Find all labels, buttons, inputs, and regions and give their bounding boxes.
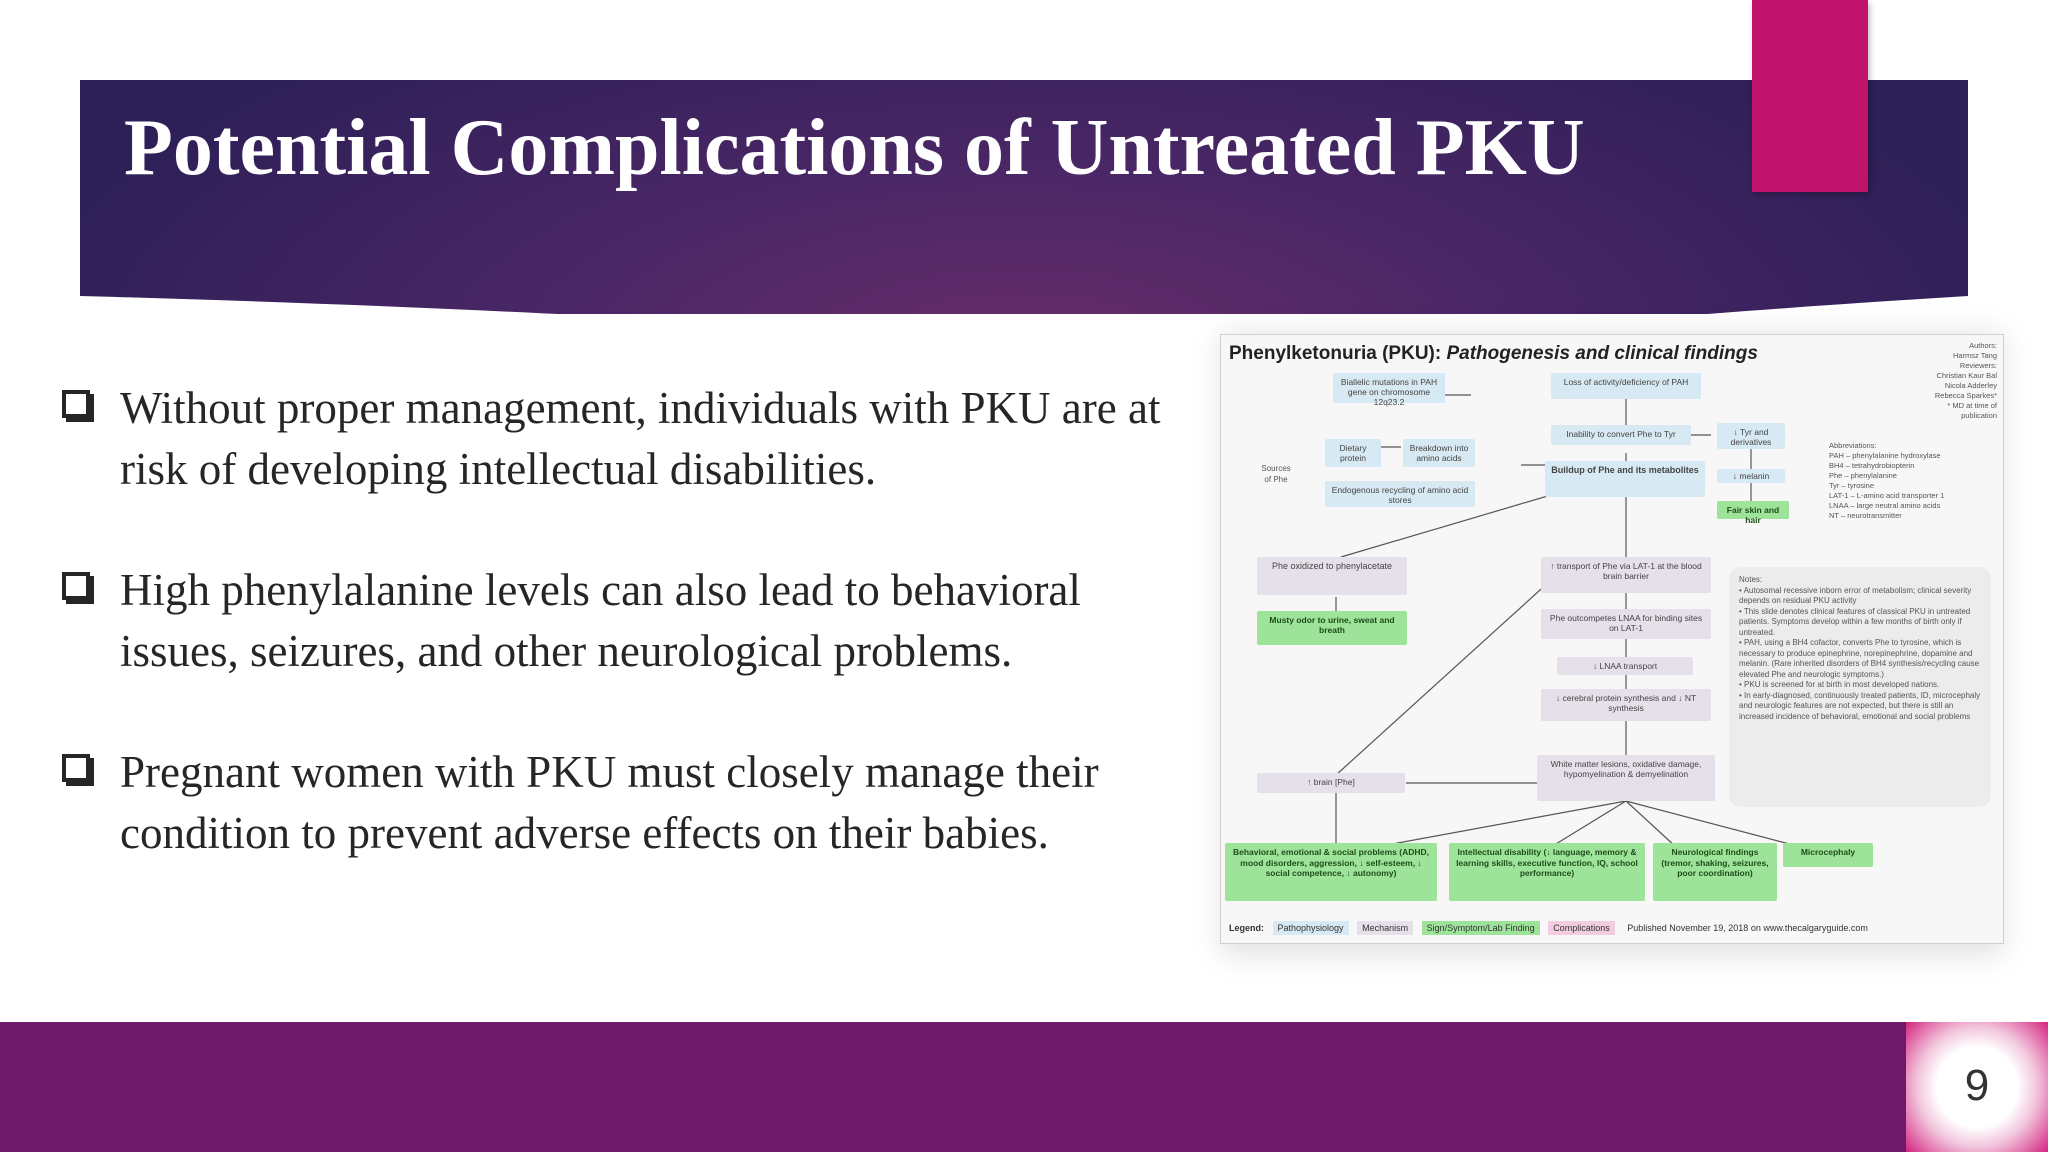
node-buildup: Buildup of Phe and its metabolites	[1545, 461, 1705, 497]
node-musty-odor: Musty odor to urine, sweat and breath	[1257, 611, 1407, 645]
node-protein-synthesis: ↓ cerebral protein synthesis and ↓ NT sy…	[1541, 689, 1711, 721]
node-melanin: ↓ melanin	[1717, 469, 1785, 483]
legend-item: Complications	[1548, 921, 1615, 935]
legend-published: Published November 19, 2018 on www.theca…	[1627, 923, 1868, 933]
infographic-title: Phenylketonuria (PKU): Pathogenesis and …	[1229, 343, 1758, 364]
node-white-matter: White matter lesions, oxidative damage, …	[1537, 755, 1715, 801]
footer-bar	[0, 1022, 2048, 1152]
bullet-item: High phenylalanine levels can also lead …	[58, 560, 1198, 682]
node-breakdown: Breakdown into amino acids	[1403, 439, 1475, 467]
bullet-item: Without proper management, individuals w…	[58, 378, 1198, 500]
node-outcompetes: Phe outcompetes LNAA for binding sites o…	[1541, 609, 1711, 639]
node-oxidized: Phe oxidized to phenylacetate	[1257, 557, 1407, 595]
page-number: 9	[1964, 1061, 1990, 1110]
node-behavioral: Behavioral, emotional & social problems …	[1225, 843, 1437, 901]
pku-infographic: Phenylketonuria (PKU): Pathogenesis and …	[1220, 334, 2004, 944]
bullet-text: Without proper management, individuals w…	[120, 383, 1161, 494]
title-banner	[80, 80, 1968, 314]
node-endogenous: Endogenous recycling of amino acid store…	[1325, 481, 1475, 507]
checkbox-icon	[62, 390, 90, 418]
abbreviations-block: Abbreviations: PAH – phenylalanine hydro…	[1829, 441, 1945, 520]
node-loss-activity: Loss of activity/deficiency of PAH	[1551, 373, 1701, 399]
node-transport: ↑ transport of Phe via LAT-1 at the bloo…	[1541, 557, 1711, 593]
notes-box: Notes: • Autosomal recessive inborn erro…	[1729, 567, 1991, 807]
node-dietary: Dietary protein	[1325, 439, 1381, 467]
infographic-legend: Legend: Pathophysiology Mechanism Sign/S…	[1229, 921, 1868, 935]
authors-block: Authors: Harmsz Tang Reviewers: Christia…	[1934, 341, 1997, 420]
node-lnaa-transport: ↓ LNAA transport	[1557, 657, 1693, 675]
node-neurological: Neurological findings (tremor, shaking, …	[1653, 843, 1777, 901]
legend-item: Sign/Symptom/Lab Finding	[1421, 921, 1540, 935]
page-number-box	[1906, 1022, 2048, 1152]
node-tyr-derivatives: ↓ Tyr and derivatives	[1717, 423, 1785, 449]
node-intellectual: Intellectual disability (↓ language, mem…	[1449, 843, 1645, 901]
legend-item: Mechanism	[1357, 921, 1414, 935]
accent-tab	[1752, 0, 1868, 192]
node-mutations: Biallelic mutations in PAH gene on chrom…	[1333, 373, 1445, 407]
bullet-list: Without proper management, individuals w…	[58, 378, 1198, 924]
flow-arrows	[1335, 394, 1802, 848]
notes-text: Notes: • Autosomal recessive inborn erro…	[1739, 575, 1981, 721]
node-inability: Inability to convert Phe to Tyr	[1551, 425, 1691, 445]
slide-title: Potential Complications of Untreated PKU	[124, 104, 1585, 192]
node-microcephaly: Microcephaly	[1783, 843, 1873, 867]
legend-item: Pathophysiology	[1272, 921, 1349, 935]
checkbox-icon	[62, 572, 90, 600]
node-fair-skin: Fair skin and hair	[1717, 501, 1789, 525]
node-brain-phe: ↑ brain [Phe]	[1257, 773, 1405, 793]
checkbox-icon	[62, 754, 90, 782]
bullet-text: High phenylalanine levels can also lead …	[120, 565, 1081, 676]
bullet-text: Pregnant women with PKU must closely man…	[120, 747, 1099, 858]
label-sources: Sources of Phe	[1261, 464, 1291, 484]
bullet-item: Pregnant women with PKU must closely man…	[58, 742, 1198, 864]
